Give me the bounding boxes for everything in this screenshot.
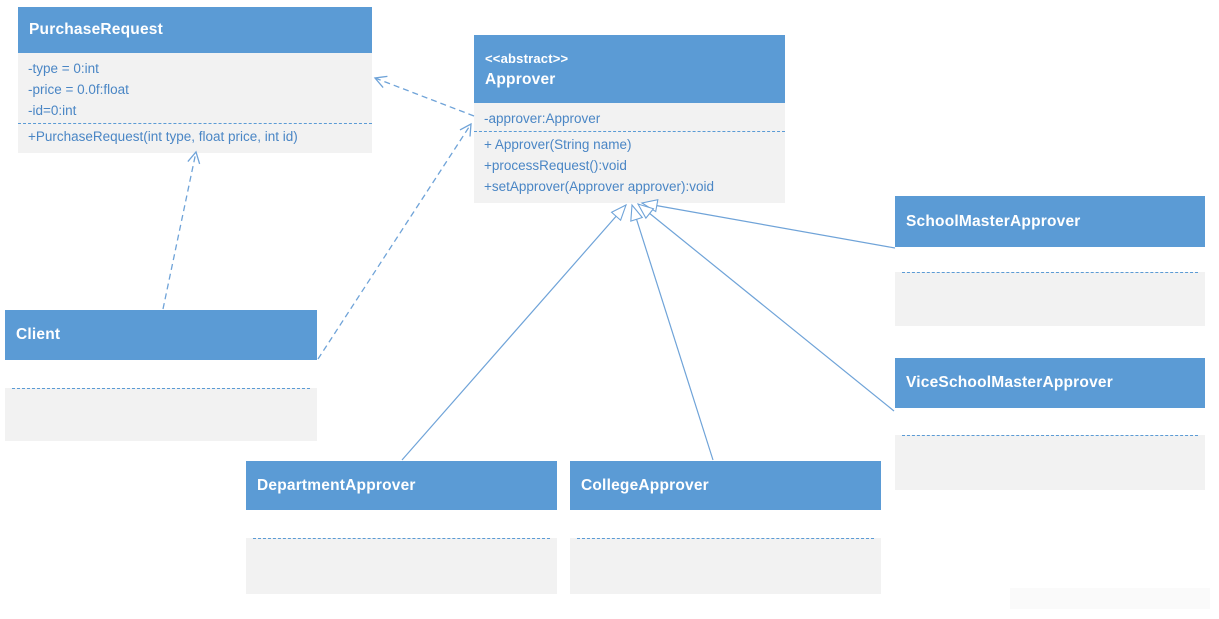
class-name: SchoolMasterApprover	[906, 212, 1081, 230]
generalization-departmentapprover-to-approver	[401, 203, 627, 461]
class-school-master-approver: SchoolMasterApprover	[895, 196, 1205, 326]
generalization-schoolmasterapprover-to-approver	[640, 199, 896, 249]
class-name: ViceSchoolMasterApprover	[906, 374, 1113, 391]
class-header: <<abstract>> Approver	[474, 35, 785, 103]
class-body	[570, 538, 881, 594]
class-body	[246, 538, 557, 594]
class-purchase-request: PurchaseRequest -type = 0:int -price = 0…	[18, 7, 372, 153]
class-header: ViceSchoolMasterApprover	[895, 358, 1205, 408]
attribute-method-divider	[902, 435, 1198, 436]
method: +setApprover(Approver approver):void	[484, 179, 714, 194]
dependency-approver-to-purchaserequest	[373, 75, 475, 117]
attribute: -approver:Approver	[484, 111, 601, 126]
class-vice-school-master-approver: ViceSchoolMasterApprover	[895, 358, 1205, 490]
attribute-method-divider	[18, 123, 372, 124]
method: +PurchaseRequest(int type, float price, …	[28, 129, 298, 144]
class-approver: <<abstract>> Approver -approver:Approver…	[474, 35, 785, 203]
attribute-method-divider	[577, 538, 874, 539]
class-header: DepartmentApprover	[246, 461, 557, 510]
generalization-viceschoolmasterapprover-to-approver	[636, 203, 895, 412]
class-name: PurchaseRequest	[29, 21, 163, 38]
class-header: SchoolMasterApprover	[895, 196, 1205, 247]
attribute-method-divider	[474, 131, 785, 132]
class-body	[5, 388, 317, 441]
class-name: Approver	[485, 71, 556, 88]
class-body: -approver:Approver + Approver(String nam…	[474, 103, 785, 203]
dependency-client-to-approver	[317, 122, 472, 360]
class-header: CollegeApprover	[570, 461, 881, 510]
class-name: CollegeApprover	[581, 476, 709, 494]
attribute-method-divider	[902, 272, 1198, 273]
class-department-approver: DepartmentApprover	[246, 461, 557, 594]
class-client: Client	[5, 310, 317, 441]
class-body: -type = 0:int -price = 0.0f:float -id=0:…	[18, 53, 372, 153]
attribute-method-divider	[253, 538, 550, 539]
attribute: -id=0:int	[28, 103, 77, 118]
class-body	[895, 435, 1205, 490]
class-header: PurchaseRequest	[18, 7, 372, 53]
generalization-collegeapprover-to-approver	[630, 203, 714, 461]
dependency-client-to-purchaserequest	[162, 150, 201, 310]
method: + Approver(String name)	[484, 137, 632, 152]
watermark-area	[1010, 588, 1210, 609]
class-body	[895, 272, 1205, 326]
method: +processRequest():void	[484, 158, 627, 173]
attribute-method-divider	[12, 388, 310, 389]
class-header: Client	[5, 310, 317, 360]
class-name: Client	[16, 326, 61, 343]
attribute: -type = 0:int	[28, 61, 99, 76]
class-name: DepartmentApprover	[257, 476, 416, 494]
attribute: -price = 0.0f:float	[28, 82, 129, 97]
class-college-approver: CollegeApprover	[570, 461, 881, 594]
class-stereotype: <<abstract>>	[485, 51, 569, 66]
